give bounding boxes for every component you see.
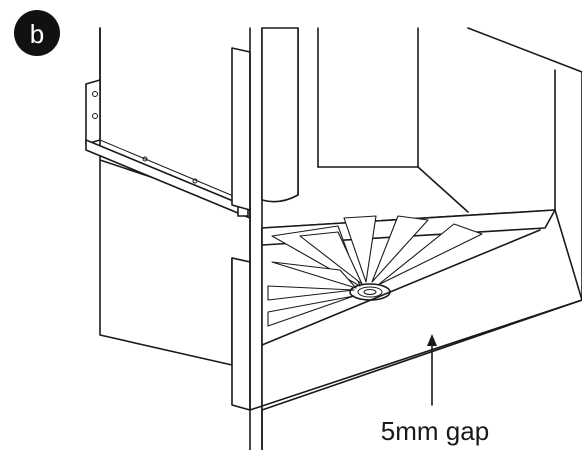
- cabinet-side-panel: [99, 27, 251, 366]
- round-column: [261, 27, 299, 203]
- gap-label: 5mm gap: [381, 416, 489, 446]
- tray-fan-pattern: [267, 215, 483, 327]
- step-badge: b: [14, 10, 60, 56]
- gap-callout: 5mm gap: [381, 334, 489, 446]
- enclosure-back-wall: [297, 27, 582, 213]
- arrow-up-icon: [427, 334, 437, 346]
- step-badge-label: b: [30, 19, 44, 49]
